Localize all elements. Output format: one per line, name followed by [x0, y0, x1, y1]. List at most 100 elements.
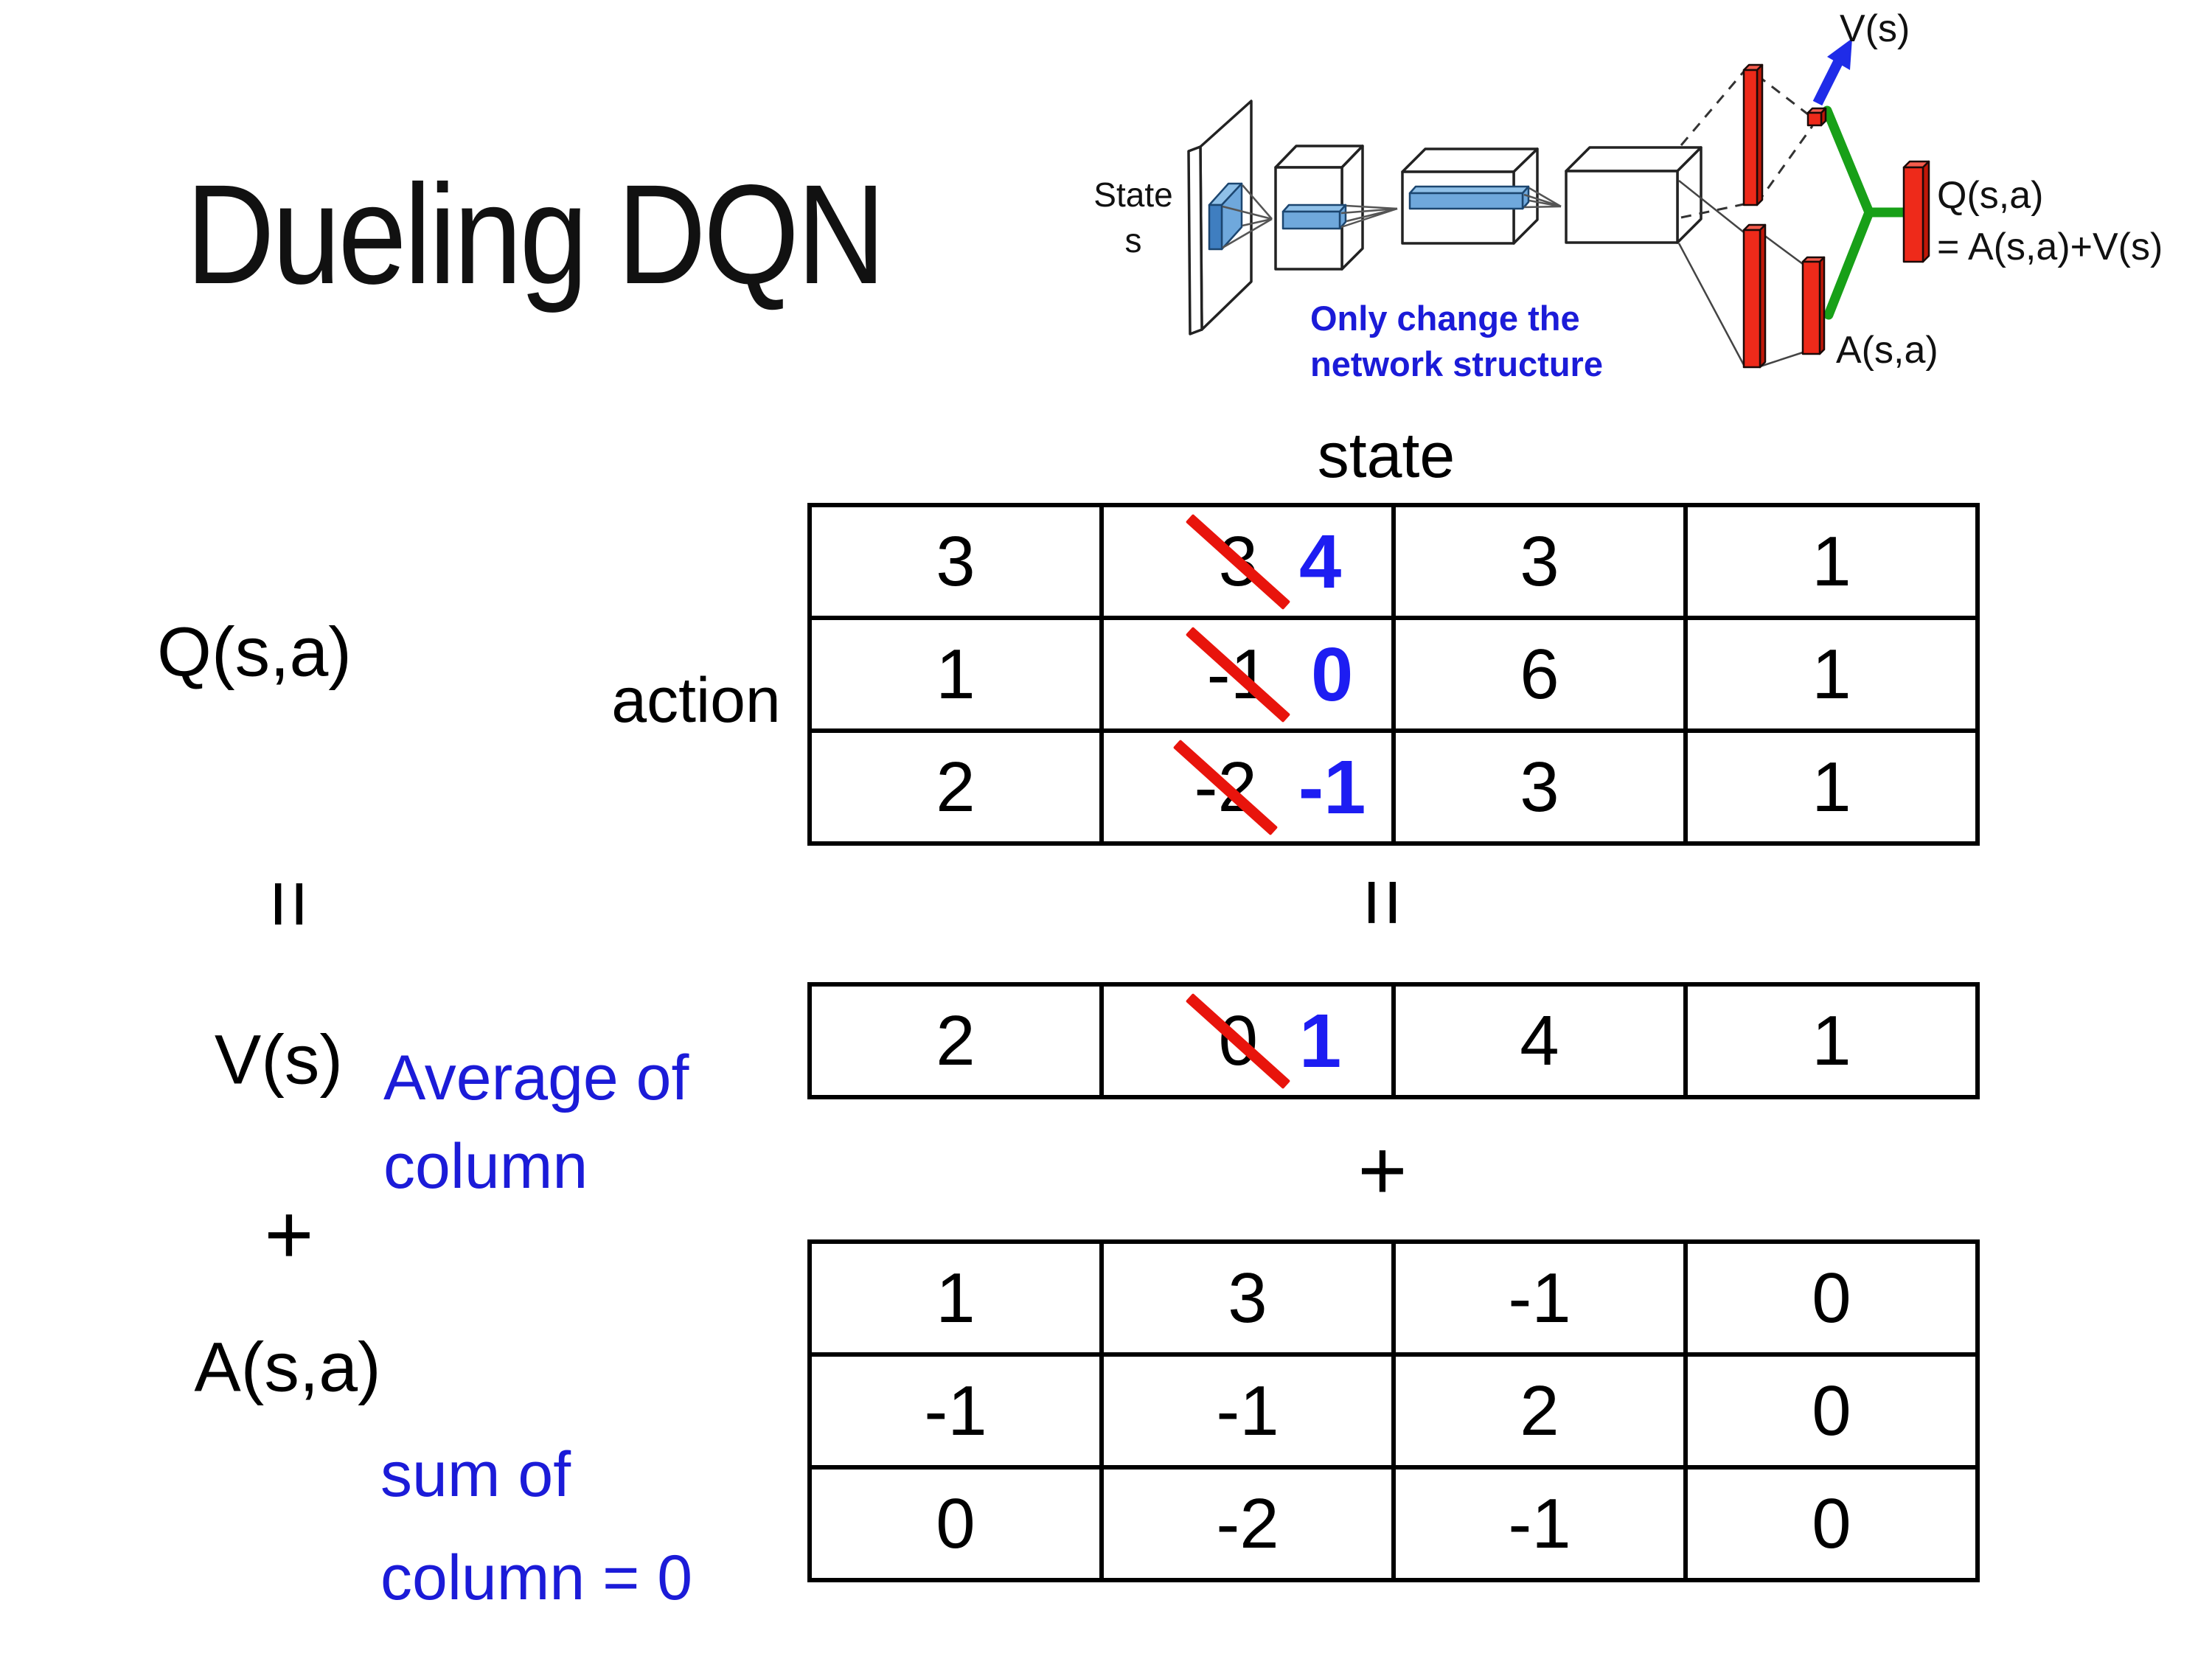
cell-value: 0: [936, 1484, 975, 1563]
a-table-cell: 2: [1396, 1357, 1683, 1465]
a-table-cell: -1: [1104, 1357, 1391, 1465]
q-matrix-label: Q(s,a): [157, 613, 352, 692]
red-strike-line: [1173, 739, 1279, 835]
corrected-cell-pair: -10: [1186, 626, 1354, 723]
fc-connections: [1523, 187, 1562, 209]
diagram-state-s: s: [1125, 221, 1142, 260]
v-matrix-label: V(s): [214, 1020, 344, 1099]
merge-links-green: [1822, 105, 1910, 320]
input-plane-edge: [1187, 145, 1203, 335]
advantage-stream-links: [1677, 180, 1804, 368]
a-table-cell: 0: [1688, 1470, 1975, 1578]
conv2-connections: [1340, 204, 1398, 229]
cell-value: 2: [1520, 1371, 1559, 1450]
a-table-cell: 0: [1688, 1357, 1975, 1465]
conv1-connections: [1222, 184, 1273, 249]
cell-value: 3: [1520, 747, 1559, 827]
advantage-hidden-bar: [1742, 223, 1767, 369]
cell-value: 0: [1812, 1371, 1851, 1450]
action-axis-label: action: [611, 665, 781, 736]
cell-value: -1: [1508, 1258, 1571, 1338]
state-value-table: 20141: [807, 982, 1980, 1099]
a-table-cell: -2: [1104, 1470, 1391, 1578]
cell-value: 1: [1812, 1001, 1851, 1080]
cell-value: 1: [936, 634, 975, 714]
a-table-cell: 3: [1104, 1244, 1391, 1352]
q-table-cell: 6: [1396, 620, 1683, 728]
diagram-state-label: State: [1093, 175, 1172, 214]
diagram-vs-label: V(s): [1840, 7, 1910, 50]
q-table-cell: -2-1: [1104, 733, 1391, 841]
value-node-box: [1806, 107, 1827, 127]
v-table-cell: 2: [812, 987, 1099, 1095]
state-axis-label: state: [1317, 420, 1455, 491]
red-strike-line: [1186, 626, 1291, 723]
v-table-cell: 01: [1104, 987, 1391, 1095]
cell-value: 3: [936, 521, 975, 601]
cell-value: 1: [1812, 747, 1851, 827]
cell-value: 1: [936, 1258, 975, 1338]
cell-value: 1: [1812, 634, 1851, 714]
q-table-cell: 1: [812, 620, 1099, 728]
q-table-cell: 34: [1104, 507, 1391, 616]
corrected-cell-pair: 01: [1186, 992, 1342, 1089]
plus-sign-left: +: [264, 1187, 314, 1282]
diagram-note-line2: network structure: [1310, 344, 1603, 383]
q-table-cell: -10: [1104, 620, 1391, 728]
a-table-cell: 0: [812, 1470, 1099, 1578]
q-output-bar: [1902, 160, 1930, 263]
fc-cube: [1565, 146, 1703, 244]
red-strike-line: [1186, 513, 1291, 610]
v-table-cell: 4: [1396, 987, 1683, 1095]
conv2-feature-bar: [1408, 185, 1530, 210]
corrected-cell-pair: -2-1: [1173, 739, 1366, 835]
diagram-a-label: A(s,a): [1836, 329, 1938, 372]
q-table-cell: 1: [1688, 733, 1975, 841]
value-arrow-icon: [1812, 38, 1852, 106]
cell-value: 0: [1812, 1484, 1851, 1563]
cell-value: 3: [1228, 1258, 1267, 1338]
cell-value: 3: [1520, 521, 1559, 601]
average-note-line1: Average of: [383, 1043, 689, 1113]
q-table-cell: 2: [812, 733, 1099, 841]
cell-value: 2: [936, 1001, 975, 1080]
cell-value: 2: [936, 747, 975, 827]
a-table-cell: 0: [1688, 1244, 1975, 1352]
corrected-value: 1: [1299, 998, 1342, 1083]
a-matrix-label: A(s,a): [194, 1328, 381, 1407]
slide-title: Dueling DQN: [186, 155, 886, 313]
crossed-out-value: 0: [1186, 992, 1291, 1089]
corrected-value: 0: [1311, 631, 1354, 717]
a-table-cell: -1: [1396, 1470, 1683, 1578]
average-note-line2: column: [383, 1131, 588, 1202]
network-diagram: State s V(s) Q(s,a) = A(s,a)+V(s) A(s,a)…: [1093, 7, 2163, 383]
cell-value: 4: [1520, 1001, 1559, 1080]
diagram-q-label-line1: Q(s,a): [1937, 174, 2043, 217]
diagram-q-label-line2: = A(s,a)+V(s): [1937, 226, 2163, 268]
q-table-cell: 3: [1396, 733, 1683, 841]
q-table-cell: 1: [1688, 620, 1975, 728]
corrected-value: 4: [1299, 518, 1342, 604]
input-filter-box: [1208, 182, 1243, 251]
a-table-cell: -1: [812, 1357, 1099, 1465]
v-table-cell: 1: [1688, 987, 1975, 1095]
cell-value: -2: [1216, 1484, 1279, 1563]
equals-sign-middle: =: [1335, 877, 1430, 928]
cell-value: -1: [1508, 1484, 1571, 1563]
conv1-feature-bar: [1281, 204, 1347, 230]
corrected-cell-pair: 34: [1186, 513, 1342, 610]
value-stream-dashed-links: [1680, 71, 1814, 219]
value-hidden-bar: [1742, 63, 1764, 206]
equals-sign-left: =: [242, 879, 337, 929]
plus-sign-middle: +: [1357, 1123, 1408, 1218]
advantage-output-bar: [1801, 256, 1826, 355]
q-table-cell: 3: [1396, 507, 1683, 616]
crossed-out-value: -2: [1173, 739, 1279, 835]
cell-value: -1: [1216, 1371, 1279, 1450]
sum-note-line1: sum of: [380, 1439, 571, 1510]
red-strike-line: [1186, 992, 1291, 1089]
cell-value: 0: [1812, 1258, 1851, 1338]
q-table-cell: 3: [812, 507, 1099, 616]
cell-value: 6: [1520, 634, 1559, 714]
